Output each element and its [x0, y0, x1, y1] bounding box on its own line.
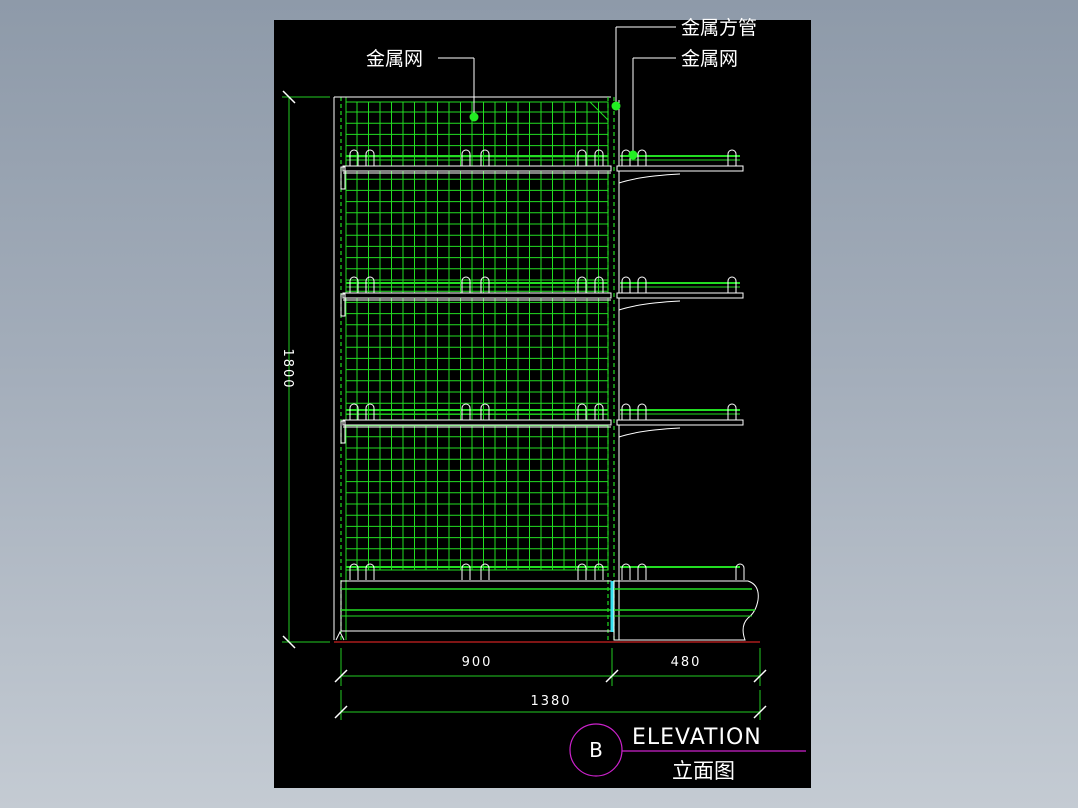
hook-icon: [637, 563, 647, 580]
drawing-sheet: [274, 20, 811, 788]
hook-icon: [480, 563, 490, 580]
section-marker-letter: B: [589, 738, 603, 762]
hook-icon: [577, 149, 587, 166]
side-base-plinth: [613, 580, 759, 641]
hook-icon: [594, 403, 604, 420]
section-marker-circle: [569, 723, 623, 777]
leader-dot-mesh-right: [628, 150, 638, 160]
hook-icon: [365, 276, 375, 293]
dim-total-tick: [334, 705, 348, 719]
hook-icon: [637, 403, 647, 420]
hook-icon: [594, 149, 604, 166]
label-square-tube: 金属方管: [681, 17, 757, 39]
elevation-title: ELEVATION: [632, 725, 762, 750]
side-shelf-bracket: [618, 427, 681, 438]
dim-width-tick: [605, 669, 619, 683]
hook-icon: [461, 563, 471, 580]
hook-icon: [480, 276, 490, 293]
hook-icon: [365, 403, 375, 420]
side-shelf-bracket: [618, 173, 681, 184]
side-shelf-board: [616, 292, 744, 299]
hook-icon: [727, 403, 737, 420]
label-mesh-right: 金属网: [681, 48, 738, 70]
hook-icon: [349, 276, 359, 293]
hook-icon: [349, 563, 359, 580]
side-shelf-bracket: [618, 300, 681, 311]
hook-icon: [637, 276, 647, 293]
dim-height-tick-top: [282, 90, 296, 104]
shelf-board: [342, 292, 612, 299]
hook-icon: [735, 563, 745, 580]
hook-icon: [480, 403, 490, 420]
shelf-board: [342, 419, 612, 426]
label-mesh-left: 金属网: [366, 48, 423, 70]
dim-height-tick-bottom: [282, 635, 296, 649]
hook-icon: [461, 276, 471, 293]
hook-icon: [727, 276, 737, 293]
shelf-bracket-left: [340, 166, 346, 190]
leader-dot-tube: [611, 101, 621, 111]
hook-icon: [349, 149, 359, 166]
hook-icon: [637, 149, 647, 166]
hook-icon: [621, 276, 631, 293]
hook-icon: [349, 403, 359, 420]
hook-icon: [577, 276, 587, 293]
title-block: B ELEVATION 立面图: [569, 723, 806, 783]
hook-icon: [727, 149, 737, 166]
hook-icon: [621, 403, 631, 420]
shelf-bracket-left: [340, 420, 346, 444]
dim-900-text: 900: [462, 655, 493, 670]
hook-icon: [621, 149, 631, 166]
hook-icon: [594, 276, 604, 293]
dim-width-tick: [753, 669, 767, 683]
shelf-structure: [333, 96, 760, 643]
hook-icon: [461, 149, 471, 166]
dimensions: 1800 900 480 1380: [280, 90, 767, 720]
dim-480-text: 480: [671, 655, 702, 670]
hook-icon: [577, 563, 587, 580]
side-shelf-board: [616, 165, 744, 172]
dim-total-tick: [753, 705, 767, 719]
hook-icon: [577, 403, 587, 420]
dim-width-tick: [334, 669, 348, 683]
hook-icon: [621, 563, 631, 580]
hook-icon: [365, 149, 375, 166]
shelf-board: [342, 165, 612, 172]
elevation-subtitle: 立面图: [672, 759, 735, 783]
dim-height-text: 1800: [280, 348, 295, 389]
hook-icon: [461, 403, 471, 420]
leader-dot-mesh-left: [469, 112, 479, 122]
left-foot: [335, 630, 345, 641]
shelf-bracket-left: [340, 293, 346, 317]
hook-icon: [594, 563, 604, 580]
side-shelf-board: [616, 419, 744, 426]
dim-1380-text: 1380: [530, 694, 571, 709]
hook-icon: [480, 149, 490, 166]
hook-icon: [365, 563, 375, 580]
